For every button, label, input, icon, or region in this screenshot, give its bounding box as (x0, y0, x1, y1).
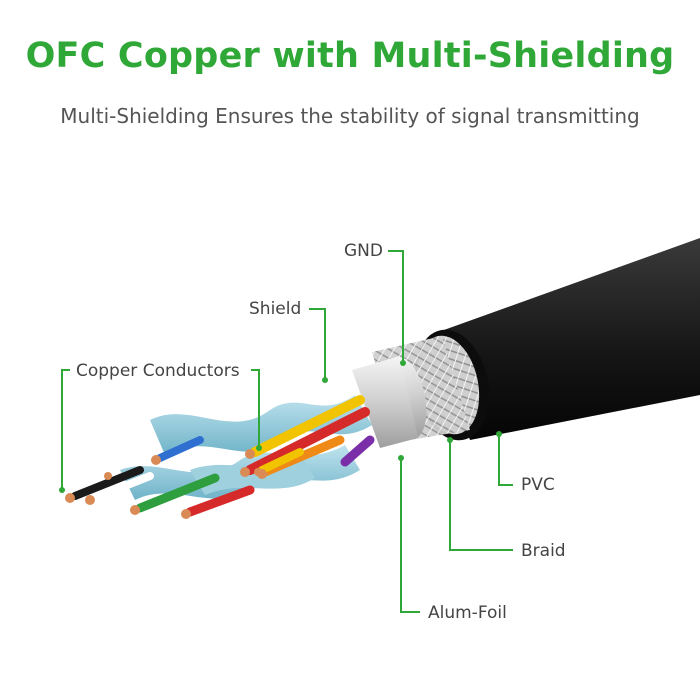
callout-gnd: GND (344, 241, 406, 366)
callout-shield: Shield (249, 299, 328, 383)
label-alum-foil: Alum-Foil (428, 603, 507, 623)
callout-braid: Braid (447, 437, 566, 561)
callout-copper-conductors: Copper Conductors (59, 361, 262, 493)
label-shield: Shield (249, 299, 301, 319)
callout-pvc: PVC (496, 431, 555, 495)
subheadline: Multi-Shielding Ensures the stability of… (60, 104, 640, 128)
headline: OFC Copper with Multi-Shielding (25, 36, 675, 76)
label-gnd: GND (344, 241, 383, 261)
alum-foil-layer (352, 356, 427, 448)
conductor-wires (71, 395, 375, 517)
label-braid: Braid (521, 541, 566, 561)
copper-tips (65, 449, 267, 519)
label-pvc: PVC (521, 475, 555, 495)
callout-alum-foil: Alum-Foil (398, 455, 507, 623)
label-copper-conductors: Copper Conductors (76, 361, 240, 381)
